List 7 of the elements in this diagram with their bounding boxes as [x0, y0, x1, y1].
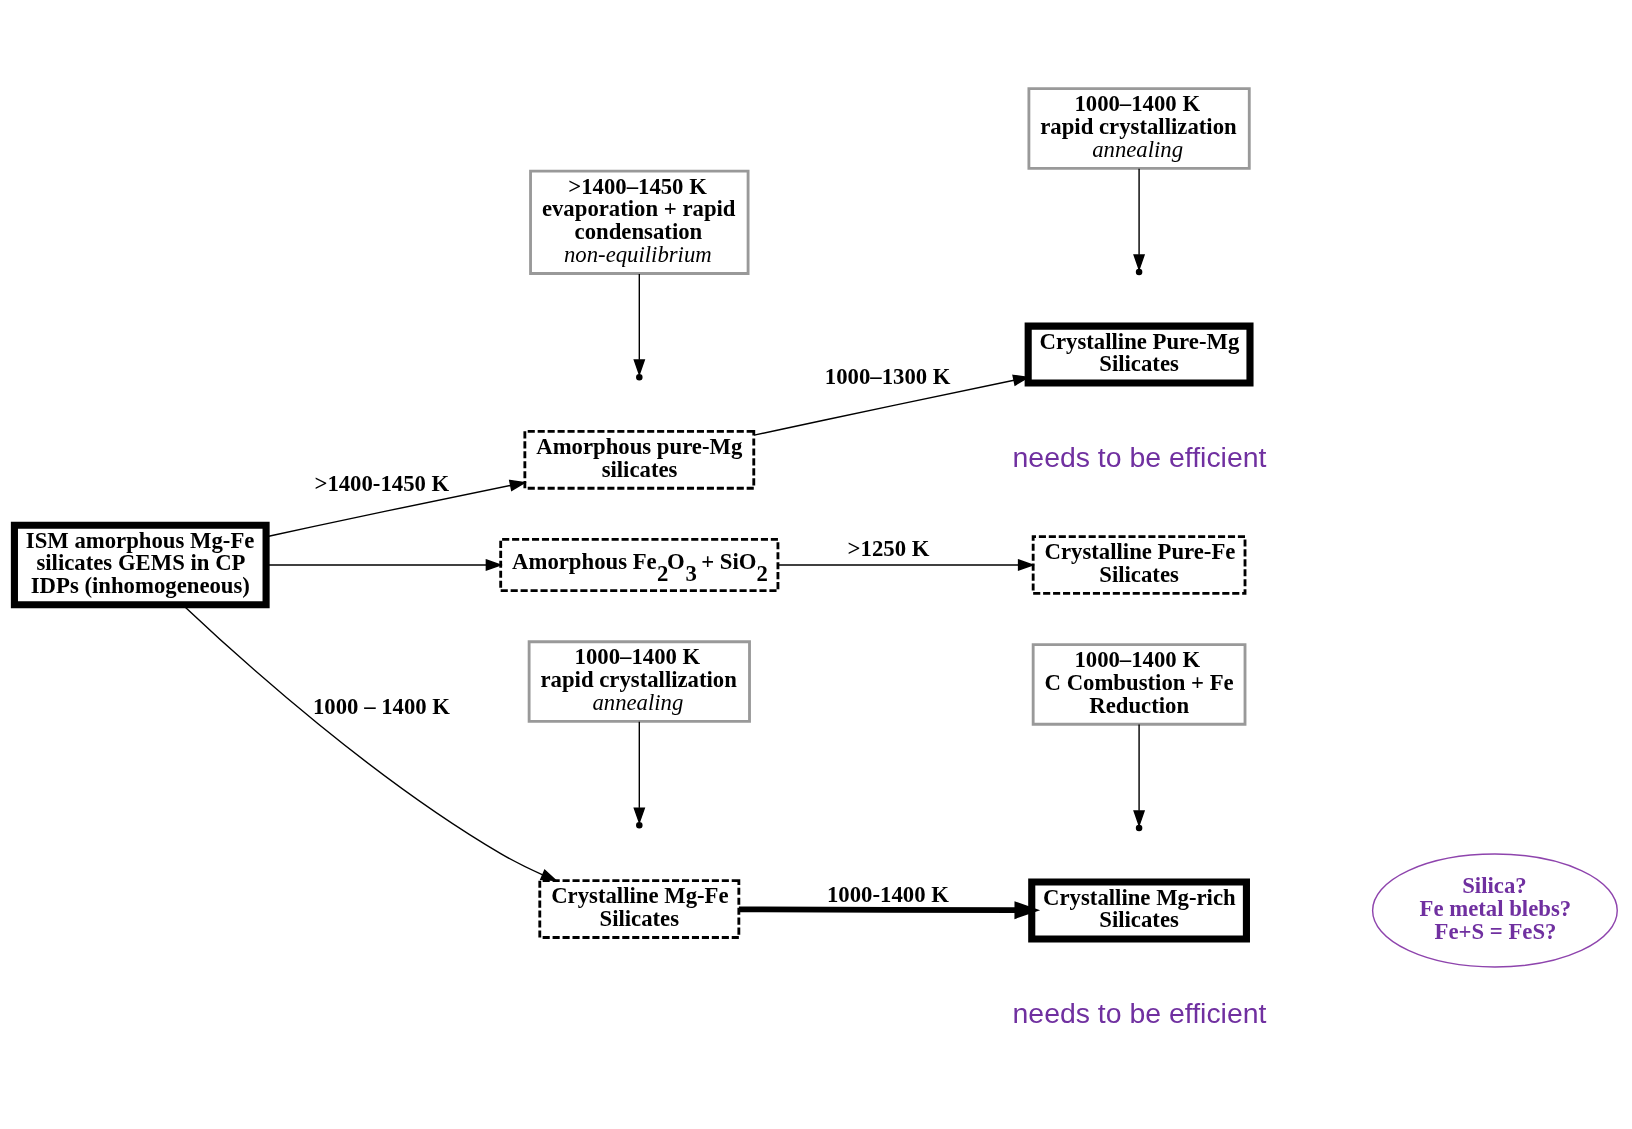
edge-label: >1400-1450 K — [314, 470, 450, 496]
edge-label: 1000–1300 K — [824, 363, 951, 389]
label: needs to be efficient — [1012, 996, 1267, 1029]
label: needs to be efficient — [1012, 440, 1267, 473]
edge-label: >1250 K — [847, 535, 930, 561]
edge-label: 1000-1400 K — [827, 881, 949, 907]
edge-label: 1000 – 1400 K — [313, 693, 451, 719]
